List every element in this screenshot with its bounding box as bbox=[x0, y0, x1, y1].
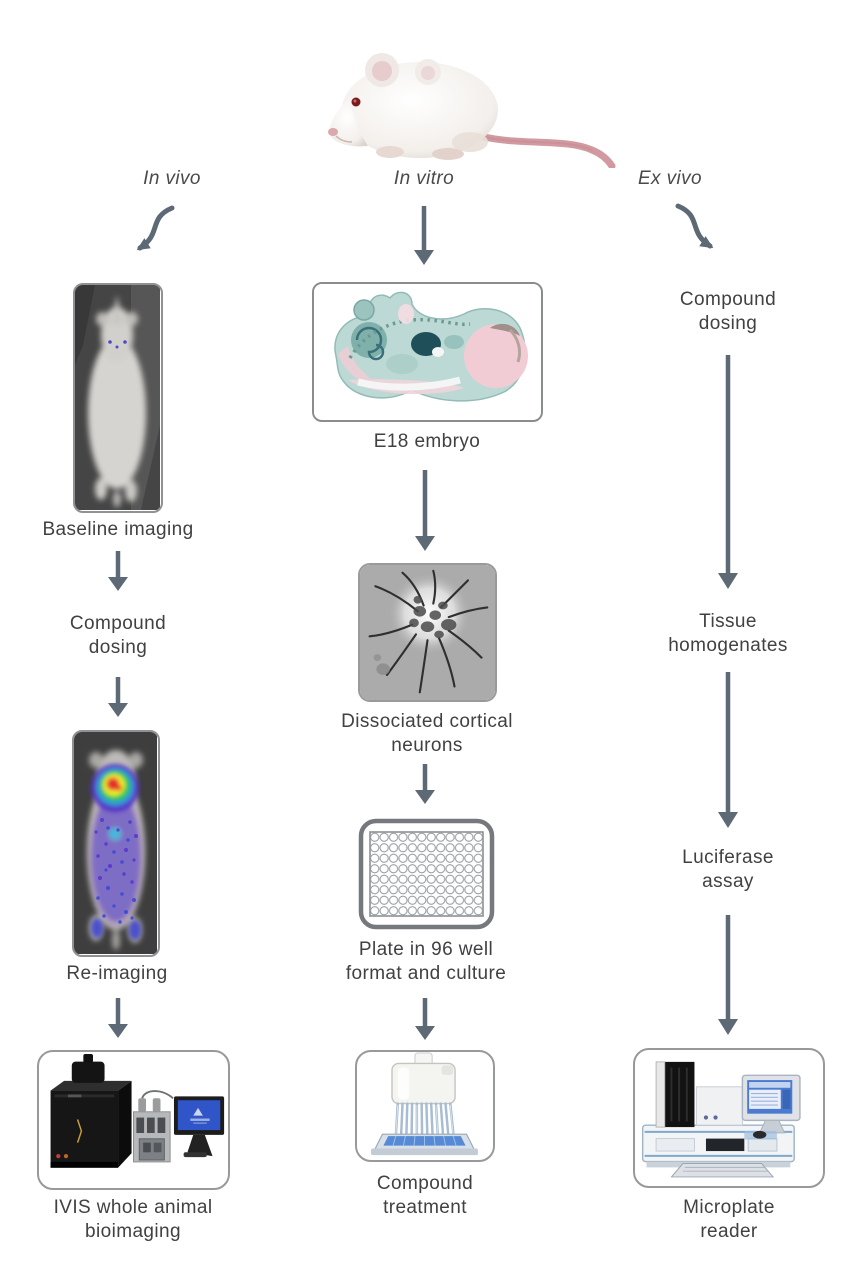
e18-embryo-box bbox=[312, 282, 543, 422]
step-caption-luciferase-assay: Luciferase assay bbox=[682, 847, 774, 893]
step-caption-compound-treatment: Compound treatment bbox=[376, 1173, 474, 1219]
e18-embryo-illustration bbox=[314, 284, 540, 419]
arrow-down bbox=[413, 470, 437, 552]
step-caption-compound-dosing-invivo: Compound dosing bbox=[69, 613, 167, 659]
step-caption-microplate-reader: Microplate reader bbox=[683, 1197, 775, 1243]
step-caption-cortical-neurons: Dissociated cortical neurons bbox=[341, 711, 513, 757]
arrow-down-long bbox=[716, 672, 740, 829]
ivis-instrument-box bbox=[37, 1050, 230, 1190]
step-caption-e18-embryo: E18 embryo bbox=[373, 431, 481, 452]
step-caption-compound-dosing-exvivo: Compound dosing bbox=[679, 289, 777, 335]
step-caption-baseline-imaging: Baseline imaging bbox=[42, 519, 194, 540]
arrow-down bbox=[106, 998, 130, 1038]
arrow-down bbox=[413, 998, 437, 1040]
straight-arrow-in-vitro bbox=[412, 206, 436, 266]
microplate-reader-box bbox=[633, 1048, 825, 1188]
branch-label-in-vivo: In vivo bbox=[143, 168, 201, 189]
microplate-reader-illustration bbox=[641, 1061, 801, 1178]
step-caption-plate-96-well: Plate in 96 well format and culture bbox=[345, 939, 507, 985]
step-caption-reimaging: Re-imaging bbox=[66, 963, 168, 984]
curved-arrow-ex-vivo bbox=[668, 200, 748, 270]
reimaging-heatmap-photo bbox=[72, 730, 160, 957]
arrow-down bbox=[106, 551, 130, 591]
ivis-instrument-illustration bbox=[50, 1053, 225, 1168]
multichannel-pipette-illustration bbox=[371, 1052, 478, 1156]
baseline-imaging-photo bbox=[73, 283, 163, 513]
arrow-down-long bbox=[716, 355, 740, 590]
step-caption-ivis-bioimaging: IVIS whole animal bioimaging bbox=[53, 1197, 213, 1243]
arrow-down-long bbox=[716, 915, 740, 1036]
curved-arrow-in-vivo bbox=[102, 202, 182, 270]
neuron-micrograph-illustration bbox=[360, 565, 495, 700]
cortical-neurons-box bbox=[358, 563, 497, 702]
branch-label-ex-vivo: Ex vivo bbox=[637, 168, 703, 189]
step-caption-tissue-homogenates: Tissue homogenates bbox=[668, 611, 788, 657]
96-well-plate-icon bbox=[358, 818, 495, 930]
lab-mouse-image bbox=[320, 38, 620, 168]
compound-treatment-box bbox=[355, 1050, 495, 1162]
branch-label-in-vitro: In vitro bbox=[393, 168, 455, 189]
arrow-down bbox=[106, 677, 130, 717]
arrow-down bbox=[413, 764, 437, 804]
